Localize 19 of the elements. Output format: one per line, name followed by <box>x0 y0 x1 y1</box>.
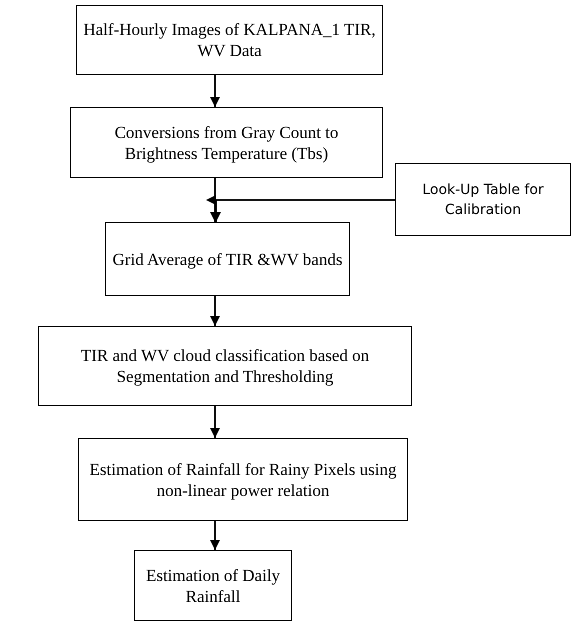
process-box <box>70 107 383 178</box>
process-box <box>38 326 412 406</box>
process-box <box>76 5 383 75</box>
process-box <box>134 550 292 621</box>
box-text: TIR and WV cloud classification based on Segmentation and Thresholding <box>80 345 370 387</box>
arrow <box>206 195 395 222</box>
box-text: Conversions from Gray Count to Brightness Temperature (Tbs) <box>114 122 340 164</box>
arrow <box>210 406 220 438</box>
box-text: Look-Up Table for Calibration <box>421 180 545 220</box>
box-text: Estimation of Rainfall for Rainy Pixels using non-linear power relation <box>88 458 398 500</box>
box-text: Half-Hourly Images of KALPANA_1 TIR, WV Data <box>83 19 376 61</box>
process-box <box>395 163 571 236</box>
box-text: Estimation of Daily Rainfall <box>144 564 282 606</box>
process-box <box>78 438 408 521</box>
arrow <box>210 521 220 550</box>
process-box <box>105 222 350 296</box>
arrow <box>210 75 220 107</box>
arrow <box>210 296 220 326</box>
box-text: Grid Average of TIR &WV bands <box>112 248 342 270</box>
